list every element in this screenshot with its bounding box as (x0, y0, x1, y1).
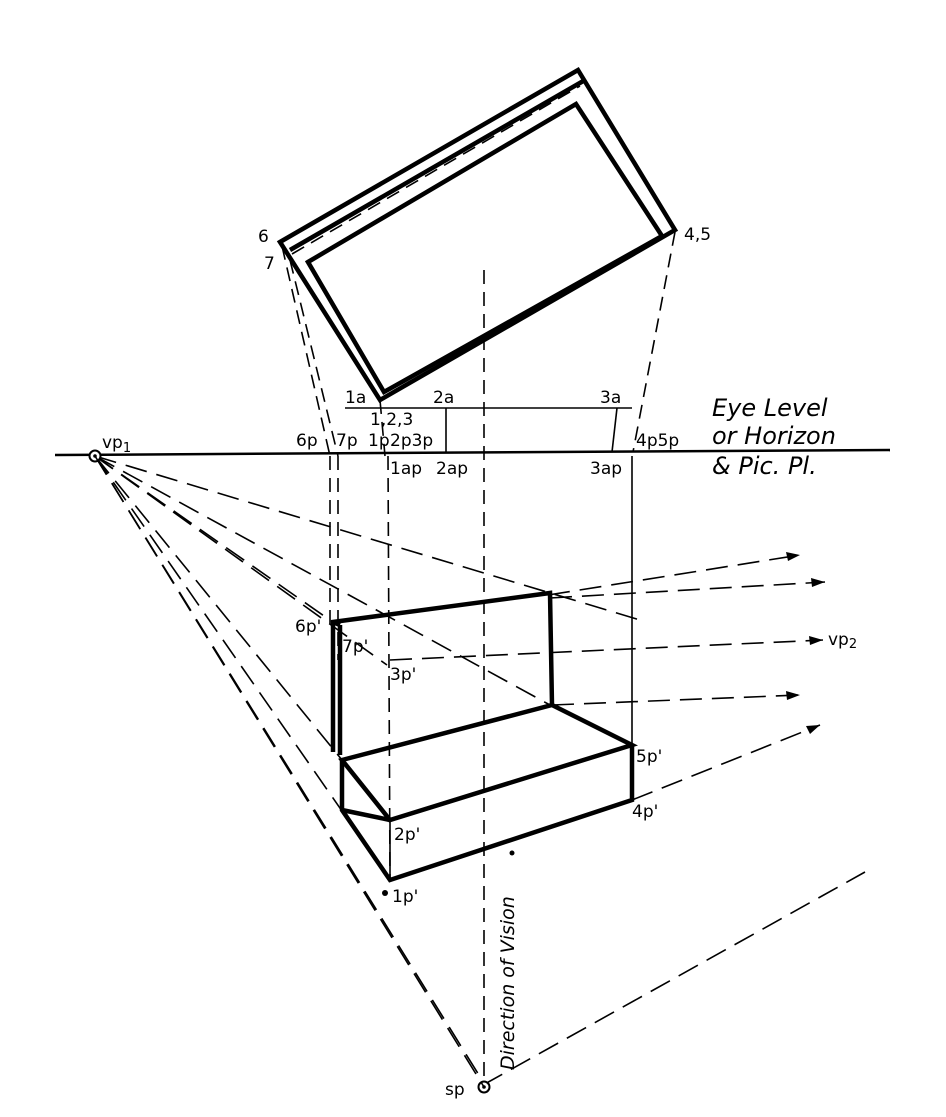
sp-to-vp1-line (94, 455, 485, 1088)
label-6p-prime: 6p' (295, 617, 321, 637)
label-vp1: vp1 (102, 433, 131, 456)
label-7p-prime: 7p' (342, 637, 368, 657)
label-3p-prime: 3p' (390, 665, 416, 685)
wall-outline (330, 590, 555, 752)
label-4p5p: 4p5p (636, 431, 679, 451)
direction-dot (509, 850, 515, 856)
label-sp: sp (445, 1080, 465, 1100)
label-3a: 3a (600, 388, 621, 408)
label-1p-prime: 1p' (392, 887, 418, 907)
label-1p: 1p (368, 431, 390, 451)
plan-inner-rect (304, 100, 666, 396)
label-4p-prime: 4p' (632, 802, 658, 822)
label-vp2: vp2 (828, 630, 857, 652)
plan-outer-rect (276, 66, 679, 404)
label-6: 6 (258, 227, 269, 247)
label-eye-level-1: Eye Level (712, 394, 828, 422)
label-1a: 1a (345, 388, 366, 408)
label-1-2-3: 1,2,3 (370, 410, 413, 430)
label-5p-prime: 5p' (636, 747, 662, 767)
plan-wall-edge (288, 78, 587, 252)
label-3ap: 3ap (590, 459, 622, 479)
label-7: 7 (264, 254, 275, 274)
vp2-rays (389, 552, 866, 1086)
point-1p-dot (382, 890, 388, 896)
label-6p: 6p (296, 431, 318, 451)
label-eye-level-3: & Pic. Pl. (712, 452, 817, 480)
label-2ap: 2ap (436, 459, 468, 479)
label-4-5: 4,5 (684, 225, 711, 245)
label-7p: 7p (336, 431, 358, 451)
plan-view (276, 66, 679, 404)
label-direction-of-vision: Direction of Vision (497, 896, 519, 1070)
plan-projectors (281, 231, 676, 1085)
label-eye-level-2: or Horizon (712, 422, 836, 450)
label-2p3p: 2p3p (390, 431, 433, 451)
perspective-object (330, 590, 639, 883)
base-top-face (338, 702, 639, 823)
label-1ap: 1ap (390, 459, 422, 479)
plan-dashed-edge (291, 85, 581, 255)
label-2a: 2a (433, 388, 454, 408)
label-2p-prime: 2p' (394, 825, 420, 845)
horizon-line (54, 448, 891, 457)
